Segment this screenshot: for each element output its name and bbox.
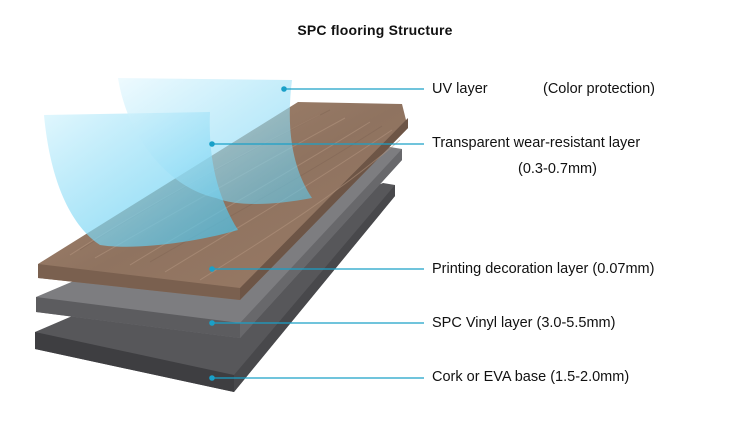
wear-layer-note: (0.3-0.7mm) [518, 161, 597, 177]
leader-dot-print [209, 266, 215, 272]
leader-dot-base [209, 375, 215, 381]
diagram-title: SPC flooring Structure [297, 22, 453, 38]
wear-layer-label: Transparent wear-resistant layer [432, 135, 641, 151]
spc-layer-label: SPC Vinyl layer (3.0-5.5mm) [432, 315, 616, 331]
leader-dot-wear [209, 141, 215, 147]
leader-dot-uv [281, 86, 287, 92]
leader-lines [212, 88, 424, 379]
uv-layer-label: UV layer [432, 81, 488, 97]
uv-layer-note: (Color protection) [543, 81, 656, 97]
base-layer-label: Cork or EVA base (1.5-2.0mm) [432, 369, 630, 385]
print-layer-label: Printing decoration layer (0.07mm) [432, 261, 655, 277]
leader-dot-spc [209, 320, 215, 326]
uv-film [118, 78, 312, 204]
